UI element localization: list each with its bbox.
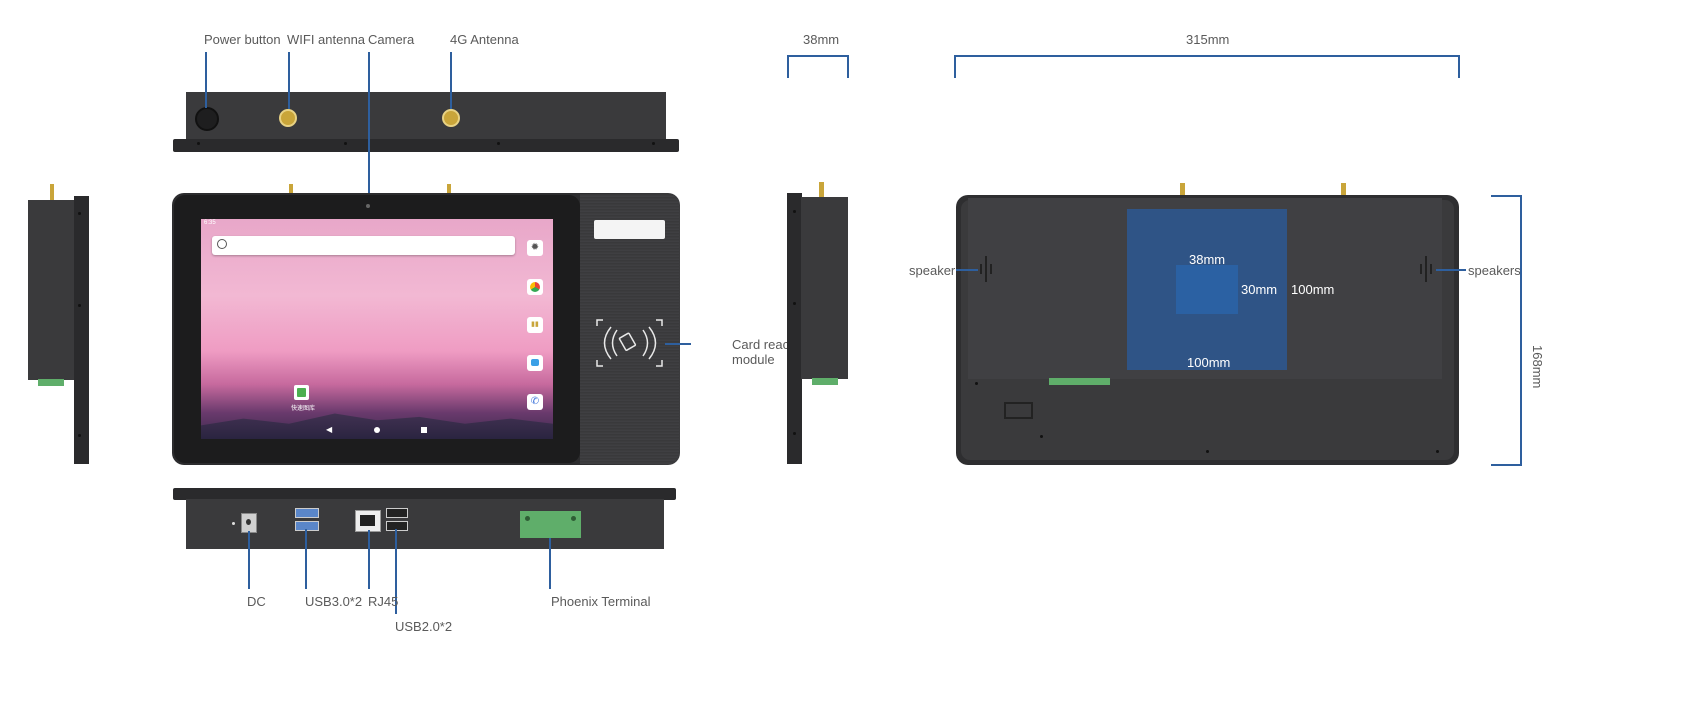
- label-dc: DC: [247, 594, 266, 609]
- chrome-icon[interactable]: [527, 279, 543, 295]
- label-usb30: USB3.0*2: [305, 594, 363, 609]
- label-height: 168mm: [1530, 345, 1545, 389]
- leader-line: [368, 52, 370, 206]
- leader-line: [1436, 269, 1466, 271]
- vesa-inner-square: [1176, 265, 1238, 314]
- status-time: 6:35: [204, 220, 216, 226]
- power-button-icon: [195, 107, 219, 131]
- usb-port-icon: [295, 521, 319, 531]
- label-4g-antenna: 4G Antenna: [450, 32, 519, 47]
- search-icon: [217, 239, 227, 249]
- leader-line: [368, 530, 370, 589]
- label-speaker-right: speakers: [1468, 263, 1521, 278]
- leader-line: [956, 269, 978, 271]
- vesa-outer-height: 100mm: [1291, 282, 1335, 297]
- gallery-icon[interactable]: [294, 385, 309, 400]
- leader-line: [305, 529, 307, 589]
- vesa-inner-width: 38mm: [1189, 252, 1226, 267]
- label-speaker-left: speaker: [909, 263, 956, 278]
- leader-line: [248, 531, 250, 589]
- label-width: 315mm: [1186, 32, 1230, 47]
- display-screen: 6:35 ✹ ▮▮ ✆ 快速图库 ◀: [201, 219, 553, 439]
- label-card-reader-1: Card reac: [732, 337, 790, 352]
- search-input[interactable]: [212, 236, 515, 255]
- calendar-icon[interactable]: ▮▮: [527, 317, 543, 333]
- leader-line: [549, 538, 551, 589]
- label-rj45: RJ45: [368, 594, 399, 609]
- phoenix-terminal-icon: [520, 511, 581, 538]
- label-wifi-antenna: WIFI antenna: [287, 32, 366, 47]
- antenna-icon: [442, 109, 460, 127]
- speaker-icon: [980, 256, 994, 282]
- settings-icon[interactable]: ✹: [527, 240, 543, 256]
- leader-line: [450, 52, 452, 109]
- usb-port-icon: [386, 508, 408, 518]
- phone-icon[interactable]: ✆: [527, 394, 543, 410]
- leader-line: [395, 529, 397, 614]
- rj45-port-icon: [355, 510, 381, 532]
- nav-back-icon[interactable]: ◀: [326, 425, 333, 434]
- speaker-icon: [1420, 256, 1434, 282]
- nav-home-icon[interactable]: [374, 427, 380, 433]
- nav-recents-icon[interactable]: [421, 427, 427, 433]
- gallery-label: 快速图库: [291, 406, 316, 412]
- card-slot: [594, 220, 665, 239]
- leader-line: [288, 52, 290, 109]
- leader-line: [205, 52, 207, 108]
- label-card-reader-2: module: [732, 352, 775, 367]
- label-usb20: USB2.0*2: [395, 619, 453, 634]
- label-power-button: Power button: [204, 32, 281, 47]
- vesa-inner-height: 30mm: [1241, 282, 1278, 297]
- label-depth: 38mm: [803, 32, 840, 47]
- dc-jack-icon: [241, 513, 257, 533]
- camera-icon: [366, 204, 370, 208]
- antenna-icon: [279, 109, 297, 127]
- message-icon[interactable]: [527, 355, 543, 371]
- usb-port-icon: [386, 521, 408, 531]
- usb-port-icon: [295, 508, 319, 518]
- label-camera: Camera: [368, 32, 415, 47]
- label-phoenix: Phoenix Terminal: [551, 594, 651, 609]
- vesa-outer-width: 100mm: [1187, 355, 1231, 370]
- leader-line: [665, 343, 691, 345]
